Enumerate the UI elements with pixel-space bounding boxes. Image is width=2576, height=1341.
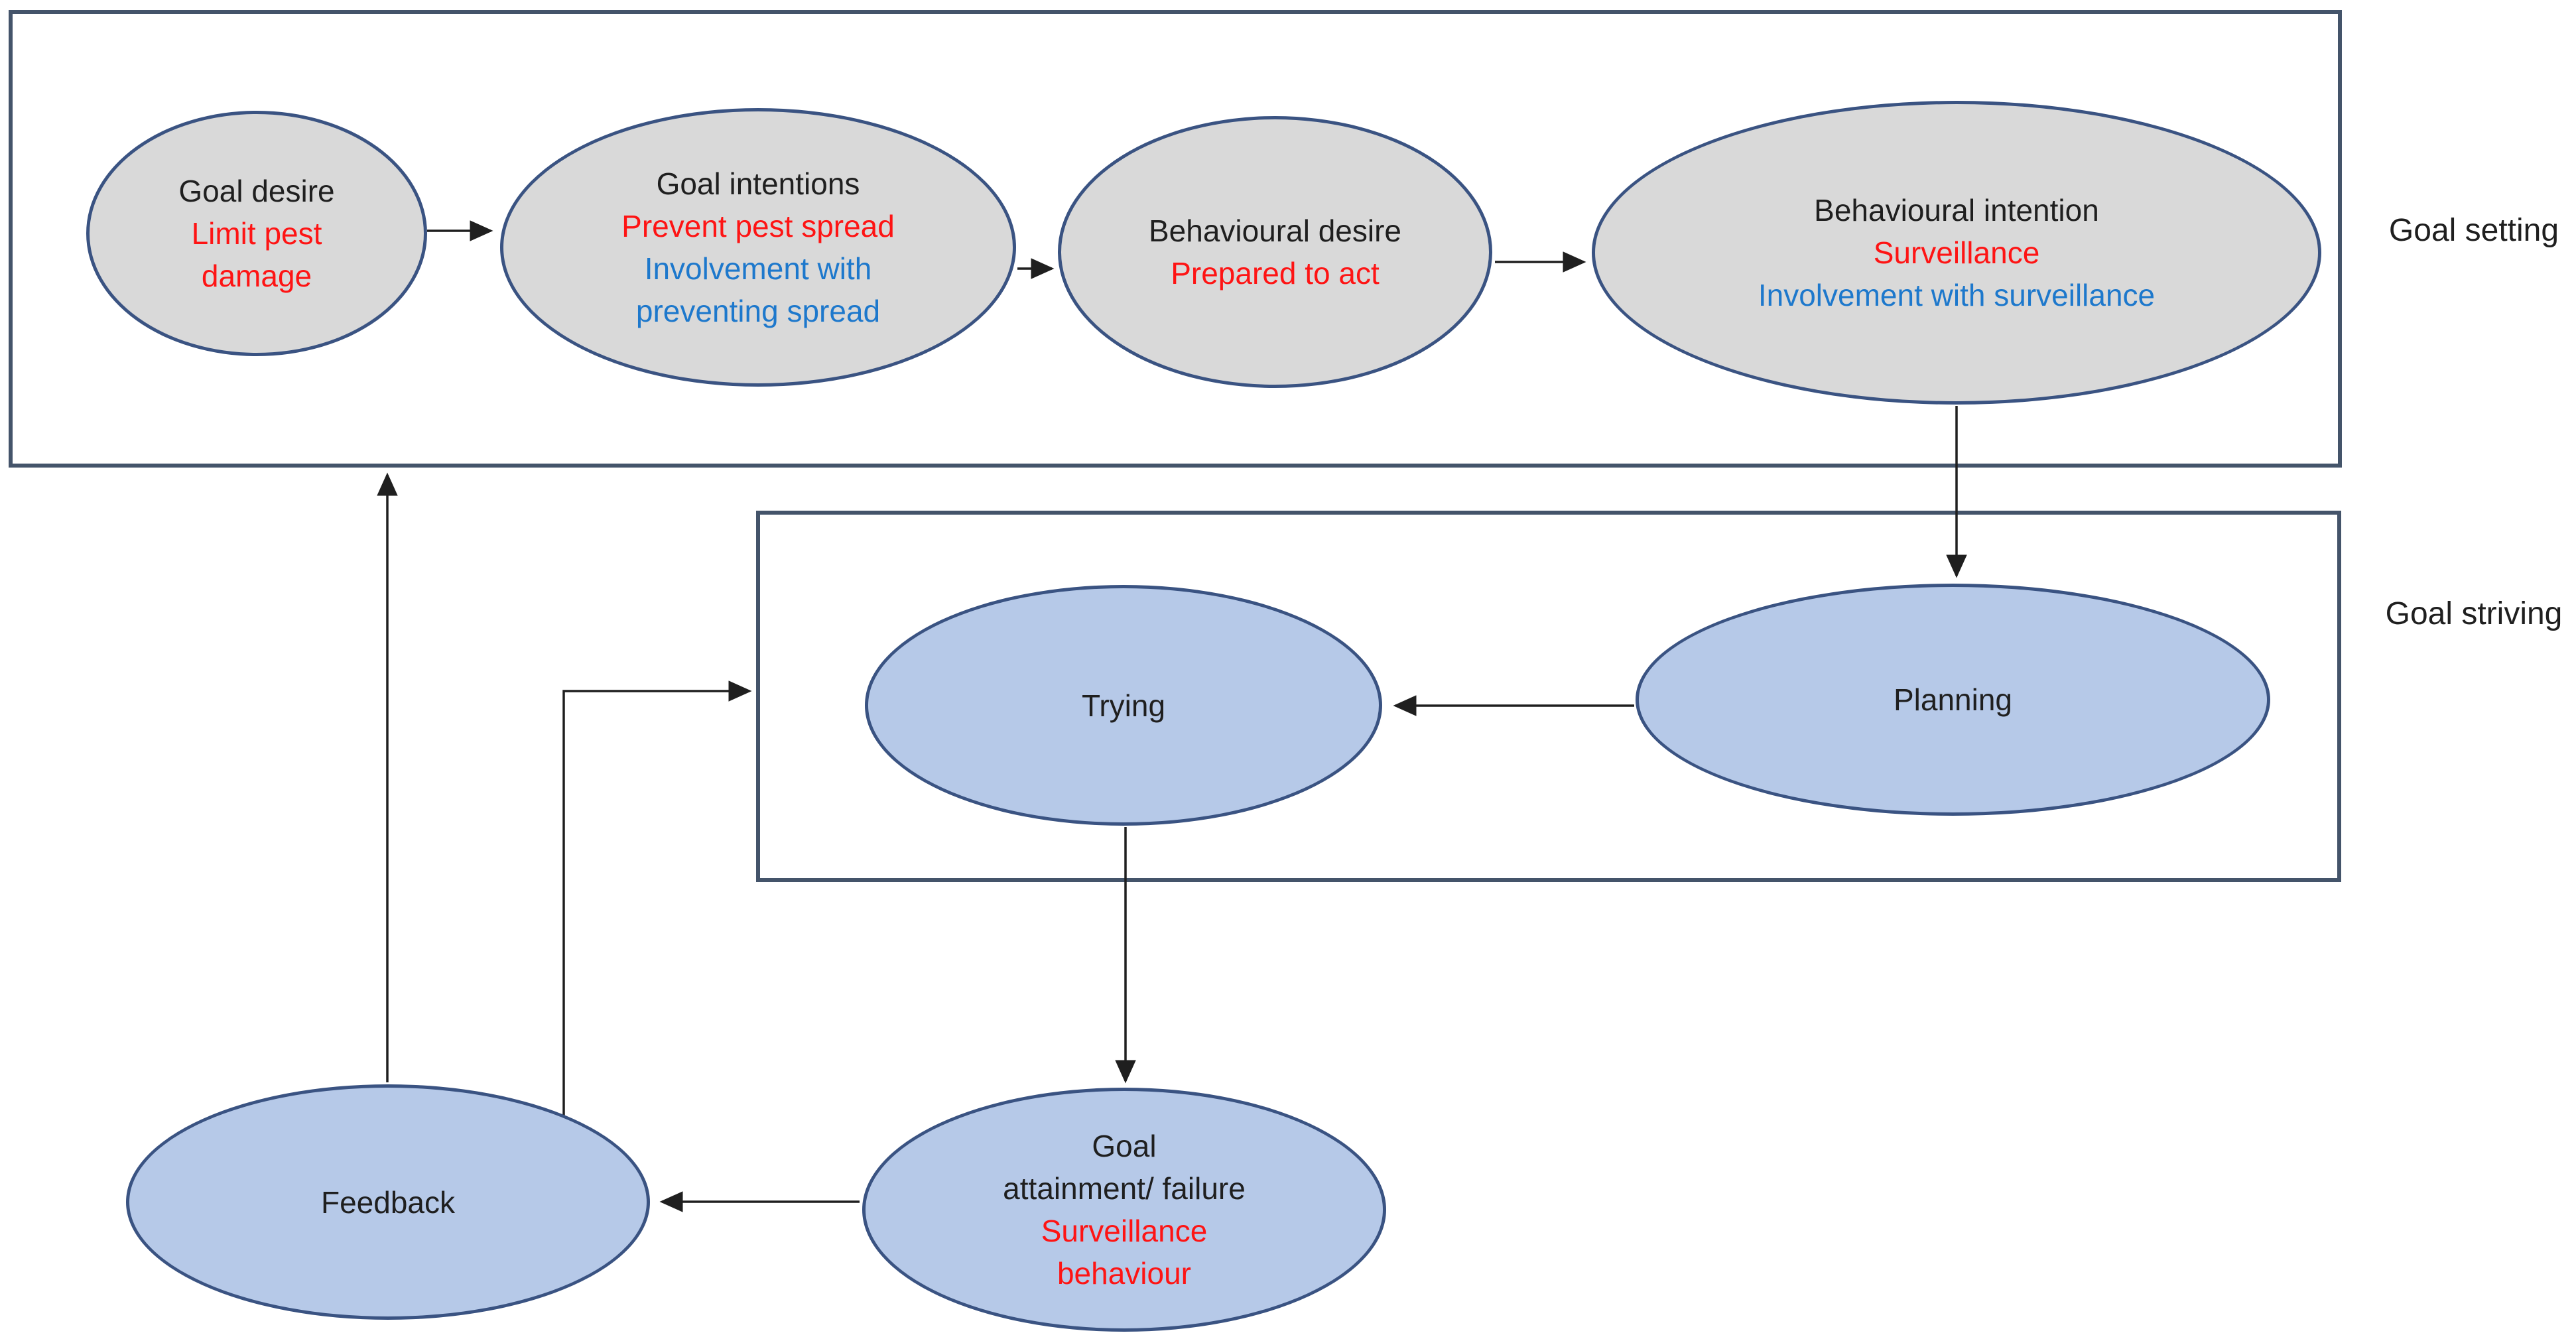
arrow-feedback-to-trying: [562, 680, 752, 1122]
feedback-ellipse: Feedback: [126, 1084, 650, 1320]
ellipse-line: Limit pest: [191, 216, 322, 251]
ellipse-line: Surveillance: [1873, 235, 2040, 270]
behavioural-desire-ellipse: Behavioural desire Prepared to act: [1058, 116, 1492, 388]
ellipse-line: Planning: [1893, 682, 2013, 717]
ellipse-line: behaviour: [1057, 1256, 1192, 1291]
ellipse-line: preventing spread: [635, 294, 881, 328]
goal-attainment-ellipse: Goal attainment/ failure Surveillance be…: [862, 1088, 1386, 1332]
ellipse-line: damage: [201, 259, 312, 293]
planning-ellipse: Planning: [1636, 584, 2270, 816]
ellipse-line: Prepared to act: [1171, 256, 1380, 290]
behavioural-desire-text: Behavioural desire Prepared to act: [1149, 210, 1401, 294]
ellipse-line: Behavioural desire: [1148, 214, 1401, 248]
goal-striving-label: Goal striving: [2385, 596, 2563, 631]
goal-setting-box: [9, 10, 2342, 468]
feedback-text: Feedback: [321, 1181, 455, 1224]
goal-intentions-ellipse: Goal intentions Prevent pest spread Invo…: [500, 108, 1016, 387]
ellipse-line: Involvement with surveillance: [1758, 278, 2156, 312]
ellipse-line: Feedback: [320, 1184, 455, 1220]
goal-striving-box: [756, 511, 2341, 882]
goal-desire-ellipse: Goal desire Limit pest damage: [86, 111, 427, 356]
goal-intentions-text: Goal intentions Prevent pest spread Invo…: [621, 162, 895, 332]
goal-setting-label: Goal setting: [2388, 213, 2559, 248]
goal-attainment-text: Goal attainment/ failure Surveillance be…: [1003, 1125, 1246, 1295]
ellipse-line: Behavioural intention: [1814, 193, 2099, 227]
ellipse-line: Trying: [1081, 688, 1166, 723]
planning-text: Planning: [1894, 678, 2012, 721]
behavioural-intention-ellipse: Behavioural intention Surveillance Invol…: [1592, 101, 2321, 405]
ellipse-line: Surveillance: [1041, 1214, 1208, 1248]
goal-desire-text: Goal desire Limit pest damage: [178, 170, 334, 297]
ellipse-line: Prevent pest spread: [621, 209, 895, 243]
ellipse-line: Involvement with: [644, 251, 872, 286]
trying-text: Trying: [1082, 684, 1165, 727]
ellipse-line: attainment/ failure: [1003, 1171, 1246, 1206]
ellipse-line: Goal: [1092, 1129, 1157, 1163]
trying-ellipse: Trying: [865, 585, 1382, 826]
ellipse-line: Goal desire: [178, 174, 335, 208]
ellipse-line: Goal intentions: [656, 166, 860, 201]
behavioural-intention-text: Behavioural intention Surveillance Invol…: [1758, 189, 2155, 316]
